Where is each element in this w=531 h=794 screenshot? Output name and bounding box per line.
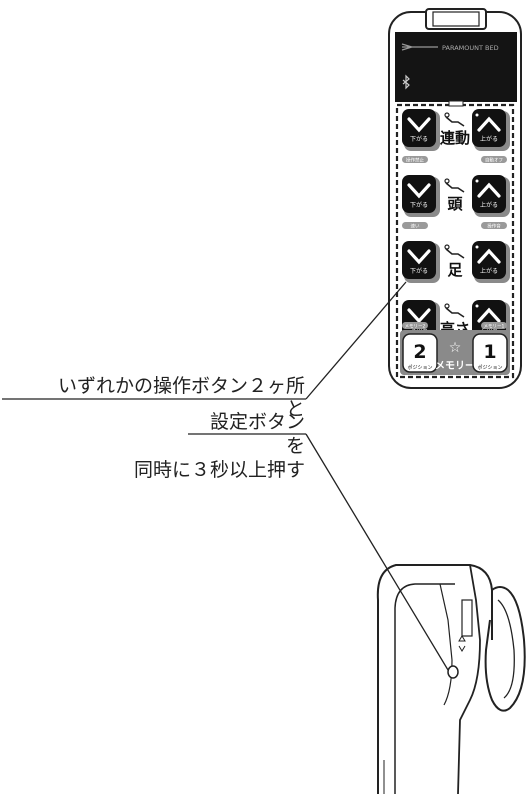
brand-text: PARAMOUNT BED	[442, 44, 499, 52]
hang-hook	[425, 8, 487, 30]
row-label: 足	[447, 261, 463, 279]
chevron-down-icon	[407, 249, 431, 265]
up-button-3[interactable]: 上がる	[472, 241, 510, 283]
chevron-up-icon	[477, 182, 501, 198]
control-row-2: 下がる 上がる 頭速い 操作音	[402, 175, 510, 230]
callout-line-3: 設定ボタン	[209, 411, 305, 433]
down-label: 下がる	[410, 267, 428, 275]
down-label: 下がる	[410, 201, 428, 209]
row-label: 連動	[440, 129, 470, 147]
remote-front: PARAMOUNT BED 下がる上がる連動操作禁止自動オフ下がる上がる頭速い操…	[388, 8, 522, 389]
settings-button-icon[interactable]	[447, 665, 459, 679]
memory-star-icon: ☆	[449, 340, 462, 356]
up-label: 上がる	[480, 201, 498, 209]
control-row-3: 下がる 上がる 足	[402, 241, 510, 283]
down-button-3[interactable]: 下がる	[402, 241, 440, 283]
chevron-down-icon	[407, 308, 431, 324]
recycle-icon	[458, 635, 466, 652]
callout-line-4: を	[285, 435, 305, 457]
memory-label: メモリー	[435, 360, 475, 372]
sub-label-right: 操作音	[487, 223, 501, 230]
memory-1-sub: ポジション	[477, 364, 502, 371]
chevron-up-icon	[477, 307, 501, 323]
sub-label-left: メモリー2	[405, 324, 426, 330]
brand-logo-icon	[401, 43, 438, 51]
down-button-1[interactable]: 下がる	[402, 109, 440, 151]
memory-2-number: 2	[413, 341, 426, 363]
memory-2-button[interactable]: 2 ポジション	[402, 333, 438, 373]
chevron-up-icon	[477, 116, 501, 132]
memory-1-button[interactable]: 1 ポジション	[472, 333, 508, 373]
memory-panel: 2 ポジション ☆ メモリー 1 ポジション	[400, 330, 510, 375]
chevron-down-icon	[407, 183, 431, 199]
bed-linked-icon	[444, 112, 465, 127]
up-button-1[interactable]: 上がる	[472, 109, 510, 151]
callout-line-5: 同時に３秒以上押す	[133, 459, 305, 481]
remote-side-view	[376, 564, 526, 794]
display-panel	[395, 32, 517, 102]
callout-line-2: と	[285, 398, 305, 420]
down-label: 下がる	[410, 135, 428, 143]
bed-height-icon	[444, 303, 465, 318]
up-label: 上がる	[480, 135, 498, 143]
sub-label-right: 自動オフ	[485, 157, 503, 164]
chevron-down-icon	[407, 117, 431, 133]
chevron-up-icon	[477, 248, 501, 264]
bed-head-icon	[444, 178, 465, 193]
callout-line-1: いずれかの操作ボタン２ヶ所	[57, 375, 305, 397]
memory-1-number: 1	[483, 341, 496, 363]
down-button-2[interactable]: 下がる	[402, 175, 440, 217]
memory-2-sub: ポジション	[407, 364, 432, 371]
up-button-2[interactable]: 上がる	[472, 175, 510, 217]
bluetooth-icon	[402, 74, 410, 90]
sub-label-left: 操作禁止	[406, 157, 424, 164]
up-label: 上がる	[480, 267, 498, 275]
bed-foot-icon	[444, 244, 465, 259]
sub-label-right: メモリー1	[484, 324, 505, 330]
sub-label-left: 速い	[411, 224, 420, 230]
row-label: 頭	[447, 195, 463, 213]
callout-lines	[2, 281, 449, 671]
